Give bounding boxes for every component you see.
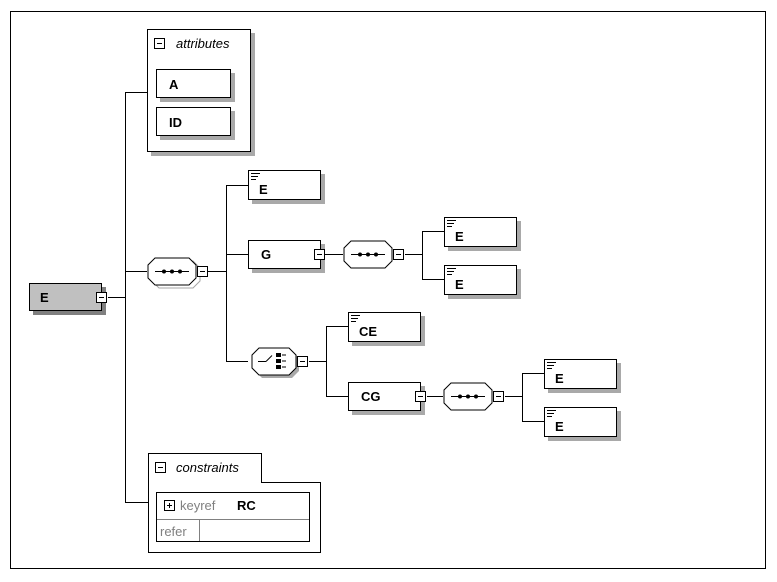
attribute-a[interactable]: A: [156, 69, 231, 98]
element-ce-label: CE: [359, 324, 378, 339]
keyref-divider: [157, 519, 309, 520]
choice-collapse-icon[interactable]: [297, 356, 308, 367]
element-e-label: E: [455, 277, 464, 292]
element-e-label: E: [555, 371, 564, 386]
constraints-tab: [148, 453, 262, 483]
sequence-collapse-icon[interactable]: [493, 391, 504, 402]
keyref-keyword: keyref: [180, 498, 216, 513]
sequence-icon[interactable]: [343, 240, 393, 269]
sequence-icon[interactable]: [443, 382, 493, 411]
group-cg-collapse-icon[interactable]: [415, 391, 426, 402]
element-e-label: E: [259, 182, 268, 197]
element-e[interactable]: E: [444, 217, 517, 247]
element-ce[interactable]: CE: [348, 312, 421, 342]
attribute-a-label: A: [169, 77, 179, 92]
attribute-id[interactable]: ID: [156, 107, 231, 136]
element-e[interactable]: E: [544, 407, 617, 437]
optional-marker-icon: [547, 410, 556, 417]
optional-marker-icon: [547, 362, 556, 369]
attributes-collapse-icon[interactable]: [154, 38, 165, 49]
constraints-title: constraints: [176, 460, 239, 475]
element-e-label: E: [555, 419, 564, 434]
attributes-title: attributes: [176, 36, 230, 51]
optional-marker-icon: [447, 268, 456, 275]
sequence-collapse-icon[interactable]: [393, 249, 404, 260]
optional-marker-icon: [351, 315, 360, 322]
element-e-label: E: [455, 229, 464, 244]
element-e[interactable]: E: [444, 265, 517, 295]
choice-icon[interactable]: [251, 347, 299, 378]
keyref-box[interactable]: [156, 492, 310, 542]
constraints-collapse-icon[interactable]: [155, 462, 166, 473]
sequence-collapse-icon[interactable]: [197, 266, 208, 277]
constraints-tab-join: [149, 481, 261, 483]
keyref-expand-icon[interactable]: [164, 500, 175, 511]
root-collapse-icon[interactable]: [96, 292, 107, 303]
optional-marker-icon: [447, 220, 456, 227]
element-e[interactable]: E: [544, 359, 617, 389]
root-element-label: E: [40, 290, 49, 305]
group-g-collapse-icon[interactable]: [314, 249, 325, 260]
refer-label: refer: [160, 524, 187, 539]
element-e[interactable]: E: [248, 170, 321, 200]
group-cg-label: CG: [361, 389, 381, 404]
attribute-id-label: ID: [169, 115, 182, 130]
refer-divider: [199, 520, 200, 541]
group-g[interactable]: G: [248, 240, 321, 269]
diagram-frame: [10, 11, 766, 569]
root-element[interactable]: E: [29, 283, 102, 311]
optional-marker-icon: [251, 173, 260, 180]
sequence-icon[interactable]: [147, 257, 201, 289]
group-cg[interactable]: CG: [348, 382, 421, 411]
keyref-name: RC: [237, 498, 256, 513]
group-g-label: G: [261, 247, 272, 262]
